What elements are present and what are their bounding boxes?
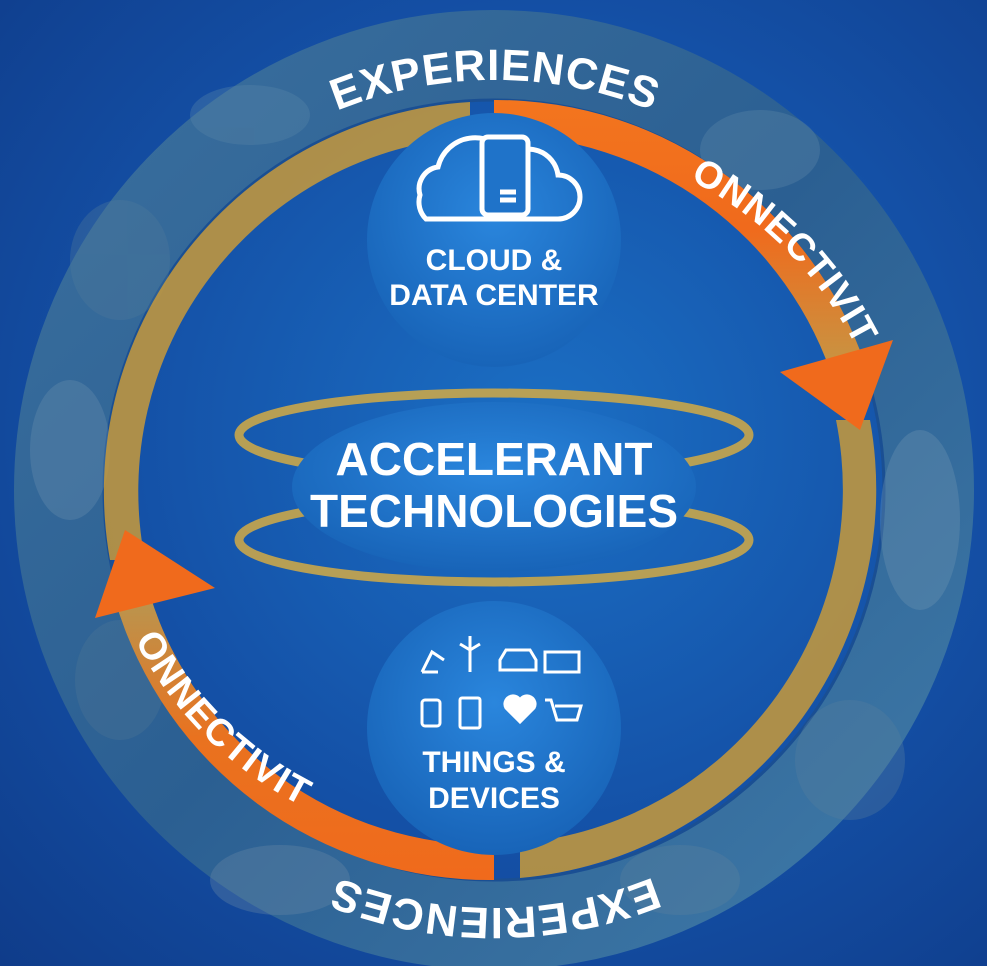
- tablet-icon: [458, 696, 482, 730]
- car-icon: [498, 648, 538, 672]
- wind-turbine-icon: [459, 636, 481, 672]
- device-icons: [420, 636, 583, 730]
- connectivity-arrowhead-left: [95, 530, 215, 618]
- connectivity-arc-left-upper: [103, 102, 470, 560]
- things-devices-line1: THINGS &: [422, 746, 565, 779]
- smartwatch-icon: [420, 698, 442, 728]
- cloud-data-center-line2: DATA CENTER: [389, 279, 599, 312]
- photo-collage: [30, 85, 960, 915]
- cloud-data-center-node: CLOUD & DATA CENTER: [367, 113, 621, 367]
- connectivity-arc-right-lower: [520, 420, 877, 878]
- cloud-server-icon: [416, 134, 583, 222]
- accelerant-line1: ACCELERANT: [336, 433, 653, 485]
- laptop-icon: [543, 650, 581, 674]
- cloud-data-center-line1: CLOUD &: [426, 244, 563, 277]
- things-devices-line2: DEVICES: [428, 782, 560, 815]
- heart-icon: [503, 694, 537, 725]
- accelerant-line2: TECHNOLOGIES: [310, 485, 678, 537]
- connectivity-arrowhead-right: [780, 340, 893, 430]
- shopping-cart-icon: [545, 698, 583, 722]
- robot-arm-icon: [420, 649, 445, 674]
- accelerant-technologies-node: ACCELERANT TECHNOLOGIES: [234, 388, 754, 587]
- experiences-ring: [14, 10, 974, 966]
- things-devices-node: THINGS & DEVICES: [367, 601, 621, 855]
- connectivity-arc-left: [115, 595, 494, 881]
